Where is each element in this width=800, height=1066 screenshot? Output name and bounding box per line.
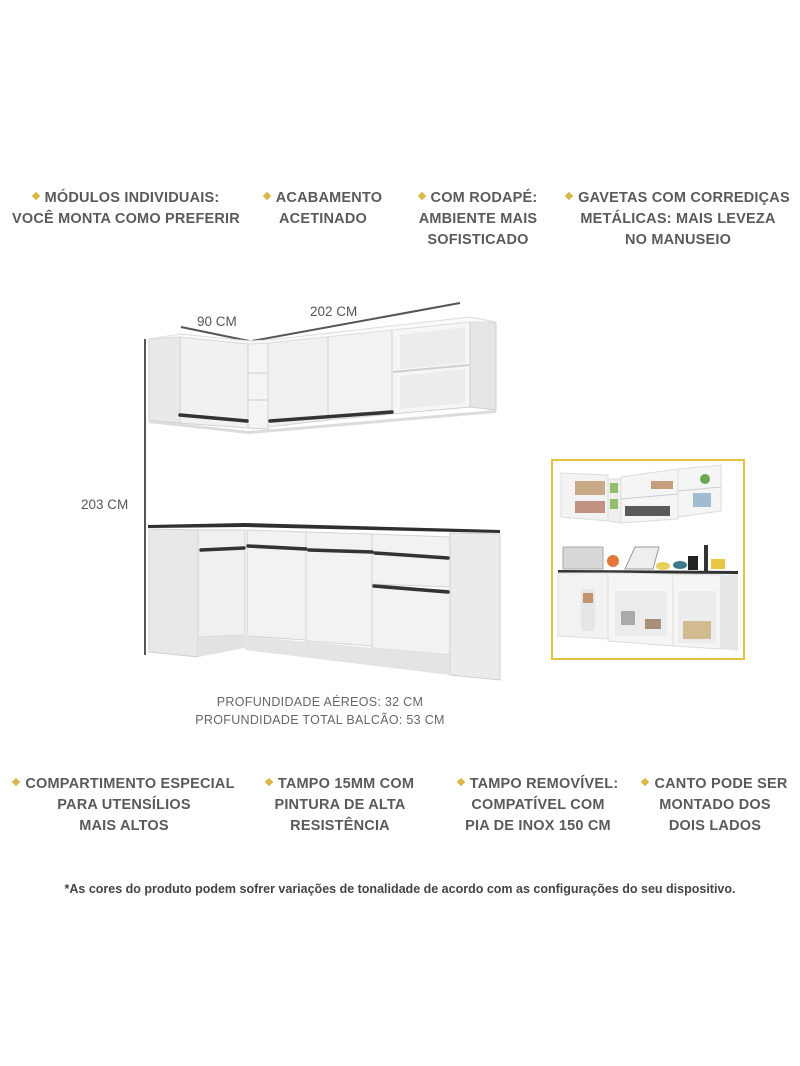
feature-text: DOIS LADOS xyxy=(668,818,762,834)
feature-tampo-15mm: TAMPO 15MM COM PINTURA DE ALTA RESISTÊNC… xyxy=(255,774,425,837)
feature-text: COMPARTIMENTO ESPECIAL xyxy=(25,776,235,792)
diamond-bullet-icon xyxy=(264,777,274,787)
feature-text: PARA UTENSÍLIOS xyxy=(57,797,191,813)
feature-text: COMPATÍVEL COM xyxy=(471,797,605,813)
diamond-bullet-icon xyxy=(12,777,21,787)
product-photo xyxy=(551,459,745,660)
feature-text: AMBIENTE MAIS xyxy=(418,211,538,227)
feature-canto: CANTO PODE SER MONTADO DOS DOIS LADOS xyxy=(640,774,790,837)
feature-text: TAMPO 15MM COM xyxy=(277,776,415,792)
feature-text: MAIS ALTOS xyxy=(79,818,169,834)
feature-text: VOCÊ MONTA COMO PREFERIR xyxy=(12,211,240,227)
feature-text: MÓDULOS INDIVIDUAIS: xyxy=(44,190,220,206)
feature-text: ACETINADO xyxy=(279,211,367,227)
feature-text: METÁLICAS: MAIS LEVEZA xyxy=(580,211,776,227)
depth-info: PROFUNDIDADE AÉREOS: 32 CM PROFUNDIDADE … xyxy=(160,693,480,729)
feature-text: PIA DE INOX 150 CM xyxy=(465,818,611,834)
base-cabinets xyxy=(148,523,501,681)
feature-text: NO MANUSEIO xyxy=(624,232,732,248)
feature-text: RESISTÊNCIA xyxy=(290,818,390,834)
feature-compartimento: COMPARTIMENTO ESPECIAL PARA UTENSÍLIOS M… xyxy=(4,774,244,837)
diamond-bullet-icon xyxy=(641,777,650,787)
feature-text: MONTADO DOS xyxy=(659,797,771,813)
feature-text: PINTURA DE ALTA xyxy=(274,797,406,813)
feature-text: ACABAMENTO xyxy=(275,190,383,206)
dimension-height: 203 CM xyxy=(81,497,129,512)
kitchen-photo-illustration xyxy=(557,464,738,651)
feature-gavetas: GAVETAS COM CORREDIÇAS METÁLICAS: MAIS L… xyxy=(560,188,796,251)
color-disclaimer: *As cores do produto podem sofrer variaç… xyxy=(64,882,736,896)
feature-text: COM RODAPÉ: xyxy=(430,190,538,206)
depth-aereos: PROFUNDIDADE AÉREOS: 32 CM xyxy=(216,695,424,709)
depth-balcao: PROFUNDIDADE TOTAL BALCÃO: 53 CM xyxy=(195,713,445,727)
upper-cabinets xyxy=(148,316,497,434)
diamond-bullet-icon xyxy=(456,777,465,787)
feature-text: SOFISTICADO xyxy=(427,232,529,248)
dimension-main-width: 202 CM xyxy=(310,304,358,319)
feature-text: CANTO PODE SER xyxy=(654,776,788,792)
feature-acabamento: ACABAMENTO ACETINADO xyxy=(258,188,388,230)
feature-text: GAVETAS COM CORREDIÇAS xyxy=(578,190,790,206)
feature-modulos-individuais: MÓDULOS INDIVIDUAIS: VOCÊ MONTA COMO PRE… xyxy=(6,188,246,230)
kitchen-diagram xyxy=(144,302,501,681)
feature-tampo-removivel: TAMPO REMOVÍVEL: COMPATÍVEL COM PIA DE I… xyxy=(448,774,628,837)
feature-rodape: COM RODAPÉ: AMBIENTE MAIS SOFISTICADO xyxy=(408,188,548,251)
feature-text: TAMPO REMOVÍVEL: xyxy=(469,776,619,792)
dimension-corner-width: 90 CM xyxy=(197,314,237,329)
